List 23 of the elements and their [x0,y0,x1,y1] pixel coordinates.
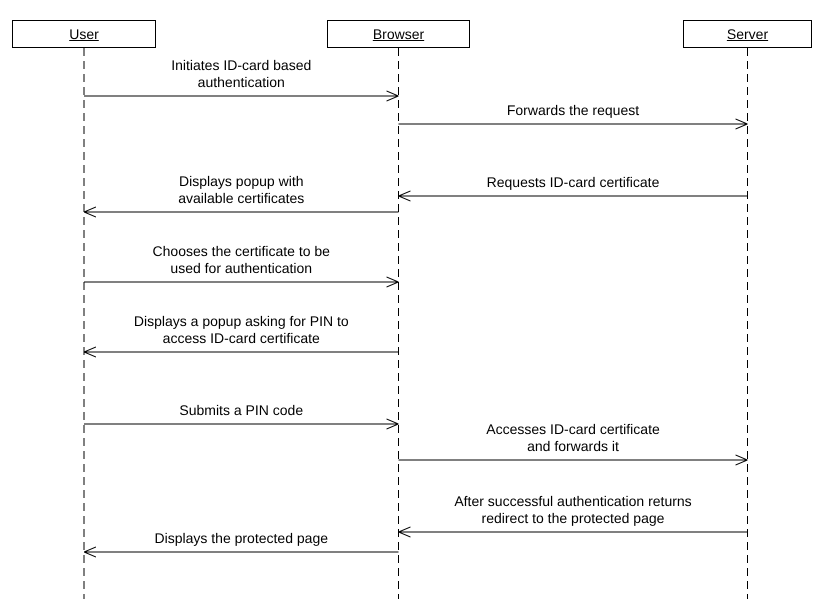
message-arrow [84,276,399,288]
message-arrow [84,418,399,430]
message-arrow [398,454,748,466]
message-arrow [84,90,399,102]
message-label: Accesses ID-card certificate and forwards it [485,421,661,455]
message-arrow [398,190,748,202]
participant-name: Server [726,26,768,42]
message-label: Displays popup with available certificates [177,173,306,207]
message-arrow [84,206,399,218]
participant-name: Browser [372,26,424,42]
message-arrow [398,526,748,538]
message-arrow [84,346,399,358]
message-label: Initiates ID-card based authentication [170,57,312,91]
message-label: Forwards the request [506,102,640,119]
participant-name: User [69,26,99,42]
message-label: Displays a popup asking for PIN to access ID-card certificate [132,313,350,347]
message-label: Requests ID-card certificate [486,174,660,191]
message-label: Displays the protected page [153,530,330,547]
message-arrow [398,118,748,130]
message-label: Chooses the certificate to be used for authentication [152,243,331,277]
message-label: After successful authentication returns redirect to the protected page [453,493,693,527]
message-label: Submits a PIN code [178,402,304,419]
message-arrow [84,546,399,558]
